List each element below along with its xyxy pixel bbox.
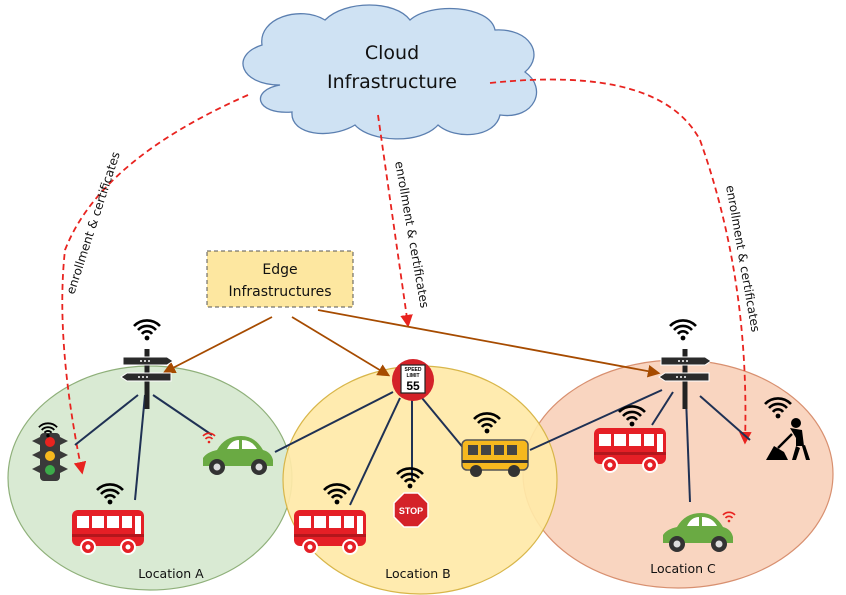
edge-arrow-to-b: [291, 316, 391, 377]
cloud-title-line2: Infrastructure: [327, 71, 457, 93]
enrollment-arrow-middle: [377, 114, 413, 328]
enrollment-label-middle: enrollment & certificates: [392, 160, 432, 309]
location-b-label: Location B: [385, 566, 450, 581]
enrollment-label-right: enrollment & certificates: [723, 184, 763, 333]
enrollment-arrow-right: [489, 78, 752, 445]
location-c-label: Location C: [650, 561, 716, 576]
location-c-region: [522, 359, 834, 589]
traffic-light-icon: [32, 433, 68, 481]
wifi-icon-rsu-c: [668, 319, 698, 342]
edge-title-line2: Infrastructures: [228, 284, 331, 300]
speed-sign-mid: LIMIT: [406, 373, 419, 379]
location-a-label: Location A: [138, 566, 204, 581]
road-worker-icon: [766, 418, 810, 460]
location-b-region: [282, 365, 558, 595]
speed-limit-sign-icon: SPEED LIMIT 55: [392, 359, 434, 401]
edge-arrow-to-c: [317, 309, 661, 378]
speed-sign-top: SPEED: [405, 367, 422, 373]
network-links: [74, 389, 751, 506]
stop-sign-text: STOP: [399, 506, 423, 516]
cloud-title-line1: Cloud: [365, 42, 419, 64]
enrollment-arrow-left: [61, 94, 249, 475]
stop-sign-icon: STOP: [393, 492, 429, 528]
speed-sign-value: 55: [406, 379, 420, 393]
edge-title-line1: Edge: [262, 262, 297, 278]
edge-arrow-to-a: [162, 316, 273, 374]
wifi-icon-rsu-a: [132, 319, 162, 342]
enrollment-label-left: enrollment & certificates: [64, 150, 123, 296]
edge-infrastructure-box: [206, 250, 354, 308]
cloud-shape: [242, 4, 538, 140]
